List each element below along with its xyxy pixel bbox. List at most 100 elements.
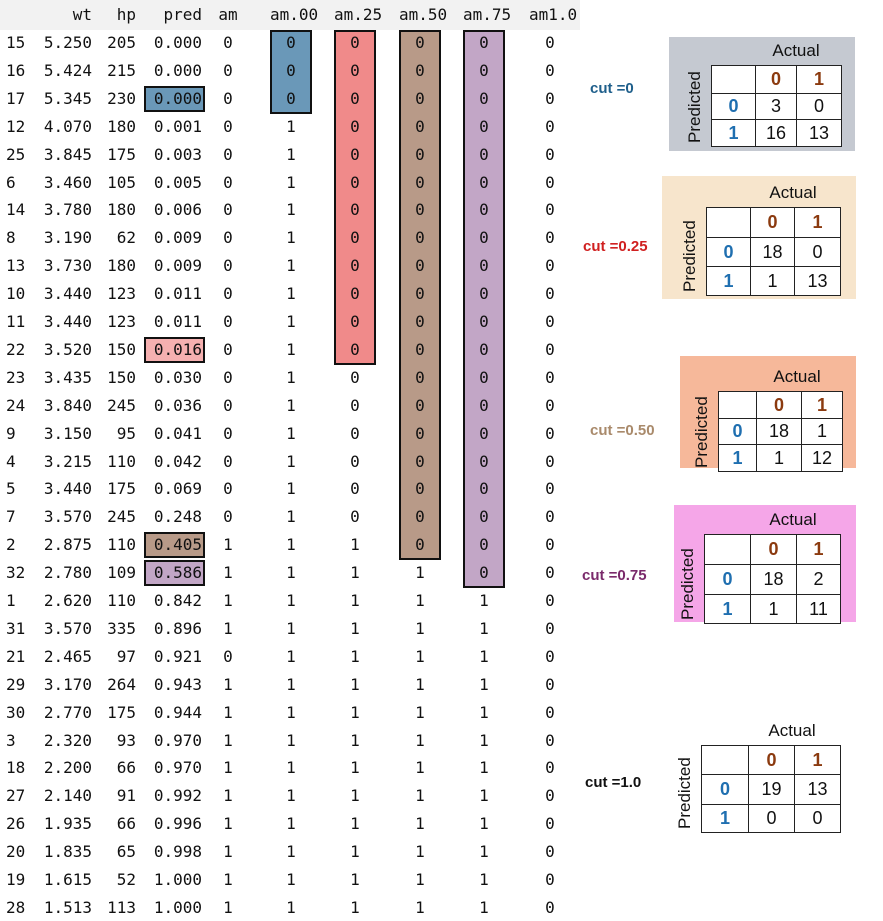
cell-pred: 0.069 bbox=[153, 479, 202, 499]
cell-am75: 1 bbox=[479, 646, 489, 666]
cell-am75: 1 bbox=[479, 730, 489, 750]
cell-hp: 175 bbox=[107, 144, 136, 164]
cell-am: 1 bbox=[223, 870, 233, 889]
cell-idx: 25 bbox=[6, 144, 26, 164]
cell-am75: 0 bbox=[479, 423, 489, 443]
cell-hp: 230 bbox=[107, 88, 136, 108]
cell-am50: 1 bbox=[415, 674, 425, 694]
cell-am00: 1 bbox=[286, 116, 296, 136]
matrix-cell: 0 bbox=[794, 237, 841, 267]
cell-am: 0 bbox=[223, 60, 233, 80]
cell-am50: 0 bbox=[415, 116, 425, 136]
cell-am25: 1 bbox=[350, 730, 360, 750]
cell-am75: 1 bbox=[479, 786, 489, 806]
row-header: 0 bbox=[711, 93, 756, 120]
header-wt: wt bbox=[72, 5, 92, 24]
cell-am10: 0 bbox=[545, 730, 555, 750]
cell-am10: 0 bbox=[545, 228, 555, 248]
cell-hp: 91 bbox=[116, 786, 136, 806]
cell-am: 0 bbox=[223, 451, 233, 471]
predicted-label: Predicted bbox=[675, 757, 694, 829]
cell-wt: 3.150 bbox=[43, 423, 92, 443]
cut-label: cut =0 bbox=[590, 80, 634, 97]
cell-wt: 4.070 bbox=[43, 116, 92, 136]
cell-wt: 1.935 bbox=[43, 814, 92, 834]
cell-hp: 150 bbox=[107, 367, 136, 387]
matrix-cell: 1 bbox=[750, 266, 795, 296]
cell-am25: 0 bbox=[350, 33, 360, 52]
cell-pred: 0.042 bbox=[153, 451, 202, 471]
cell-am10: 0 bbox=[545, 591, 555, 610]
cell-am75: 1 bbox=[479, 702, 489, 722]
cell-am50: 1 bbox=[415, 758, 425, 778]
cell-pred: 1.000 bbox=[153, 897, 202, 917]
cell-pred: 0.943 bbox=[153, 674, 202, 694]
cell-am75: 0 bbox=[479, 144, 489, 164]
cell-am75: 0 bbox=[479, 339, 489, 359]
cell-am10: 0 bbox=[545, 284, 555, 304]
row-header: 1 bbox=[704, 594, 751, 624]
cell-am75: 0 bbox=[479, 507, 489, 527]
cell-am50: 0 bbox=[415, 507, 425, 527]
cell-am75: 0 bbox=[479, 535, 489, 555]
cell-am50: 1 bbox=[415, 646, 425, 666]
cell-pred: 0.011 bbox=[153, 312, 202, 331]
cell-am00: 1 bbox=[286, 786, 296, 806]
cell-am50: 1 bbox=[415, 730, 425, 750]
col-header: 0 bbox=[756, 391, 802, 419]
cell-am50: 0 bbox=[415, 479, 425, 499]
cell-am50: 0 bbox=[415, 395, 425, 415]
cell-am: 0 bbox=[223, 479, 233, 499]
corner-cell bbox=[704, 534, 751, 565]
cell-am25: 0 bbox=[350, 451, 360, 471]
actual-label: Actual bbox=[768, 721, 816, 740]
cell-am50: 0 bbox=[415, 172, 425, 192]
cell-idx: 18 bbox=[6, 758, 26, 778]
cell-am75: 0 bbox=[479, 367, 489, 387]
cell-pred: 0.000 bbox=[153, 60, 202, 80]
cell-am10: 0 bbox=[545, 507, 555, 527]
cell-idx: 28 bbox=[6, 897, 26, 917]
cell-am00: 1 bbox=[286, 423, 296, 443]
cell-pred: 0.009 bbox=[153, 256, 202, 276]
cell-idx: 14 bbox=[6, 200, 26, 220]
cell-am25: 0 bbox=[350, 88, 360, 108]
cell-am10: 0 bbox=[545, 395, 555, 415]
col-header: 1 bbox=[796, 65, 842, 94]
cell-am00: 1 bbox=[286, 144, 296, 164]
cell-hp: 93 bbox=[116, 730, 136, 750]
cell-am50: 0 bbox=[415, 33, 425, 52]
cell-wt: 3.570 bbox=[43, 618, 92, 638]
cell-am00: 0 bbox=[286, 88, 296, 108]
col-header: 0 bbox=[750, 207, 795, 238]
cell-am00: 1 bbox=[286, 256, 296, 276]
cell-am10: 0 bbox=[545, 618, 555, 638]
cell-am00: 1 bbox=[286, 563, 296, 583]
cell-am25: 0 bbox=[350, 312, 360, 331]
cell-am00: 1 bbox=[286, 591, 296, 610]
actual-label: Actual bbox=[769, 183, 817, 202]
cell-am75: 1 bbox=[479, 591, 489, 610]
matrix-cell: 16 bbox=[755, 119, 797, 147]
cell-wt: 3.440 bbox=[43, 284, 92, 304]
cell-wt: 2.200 bbox=[43, 758, 92, 778]
cell-am25: 1 bbox=[350, 758, 360, 778]
cell-hp: 109 bbox=[107, 563, 136, 583]
cell-wt: 3.190 bbox=[43, 228, 92, 248]
cell-am00: 1 bbox=[286, 200, 296, 220]
cell-pred: 0.006 bbox=[153, 200, 202, 220]
cell-am10: 0 bbox=[545, 60, 555, 80]
cell-wt: 2.620 bbox=[43, 591, 92, 610]
predicted-label: Predicted bbox=[685, 71, 704, 143]
cell-am75: 0 bbox=[479, 563, 489, 583]
cell-wt: 1.835 bbox=[43, 842, 92, 862]
header-am25: am.25 bbox=[334, 5, 383, 24]
col-header: 0 bbox=[748, 745, 795, 775]
row-header: 1 bbox=[701, 804, 749, 833]
cell-wt: 3.460 bbox=[43, 172, 92, 192]
cell-am: 1 bbox=[223, 897, 233, 917]
